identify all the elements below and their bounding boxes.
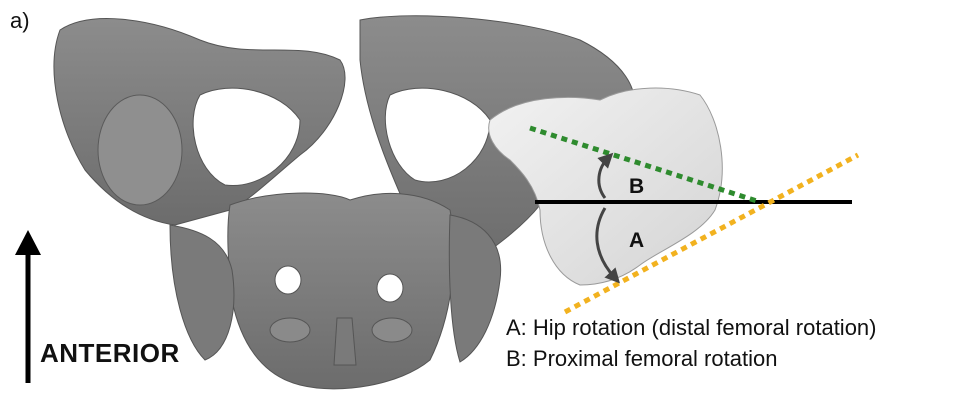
- sacral-depression: [372, 318, 412, 342]
- coccyx: [334, 318, 356, 365]
- legend-item-hip-rotation: A: Hip rotation (distal femoral rotation…: [506, 312, 877, 343]
- angle-b-label: B: [629, 175, 644, 198]
- sacral-depression: [270, 318, 310, 342]
- left-acetabulum: [98, 95, 182, 205]
- angle-a-label: A: [629, 229, 644, 252]
- panel-label: a): [10, 8, 30, 34]
- sacral-foramen: [275, 266, 301, 294]
- anterior-direction-label: ANTERIOR: [40, 338, 180, 369]
- anterior-arrow-head: [15, 230, 41, 255]
- sacral-foramen: [377, 274, 403, 302]
- legend-item-proximal-femoral-rotation: B: Proximal femoral rotation: [506, 343, 877, 374]
- legend: A: Hip rotation (distal femoral rotation…: [506, 312, 877, 374]
